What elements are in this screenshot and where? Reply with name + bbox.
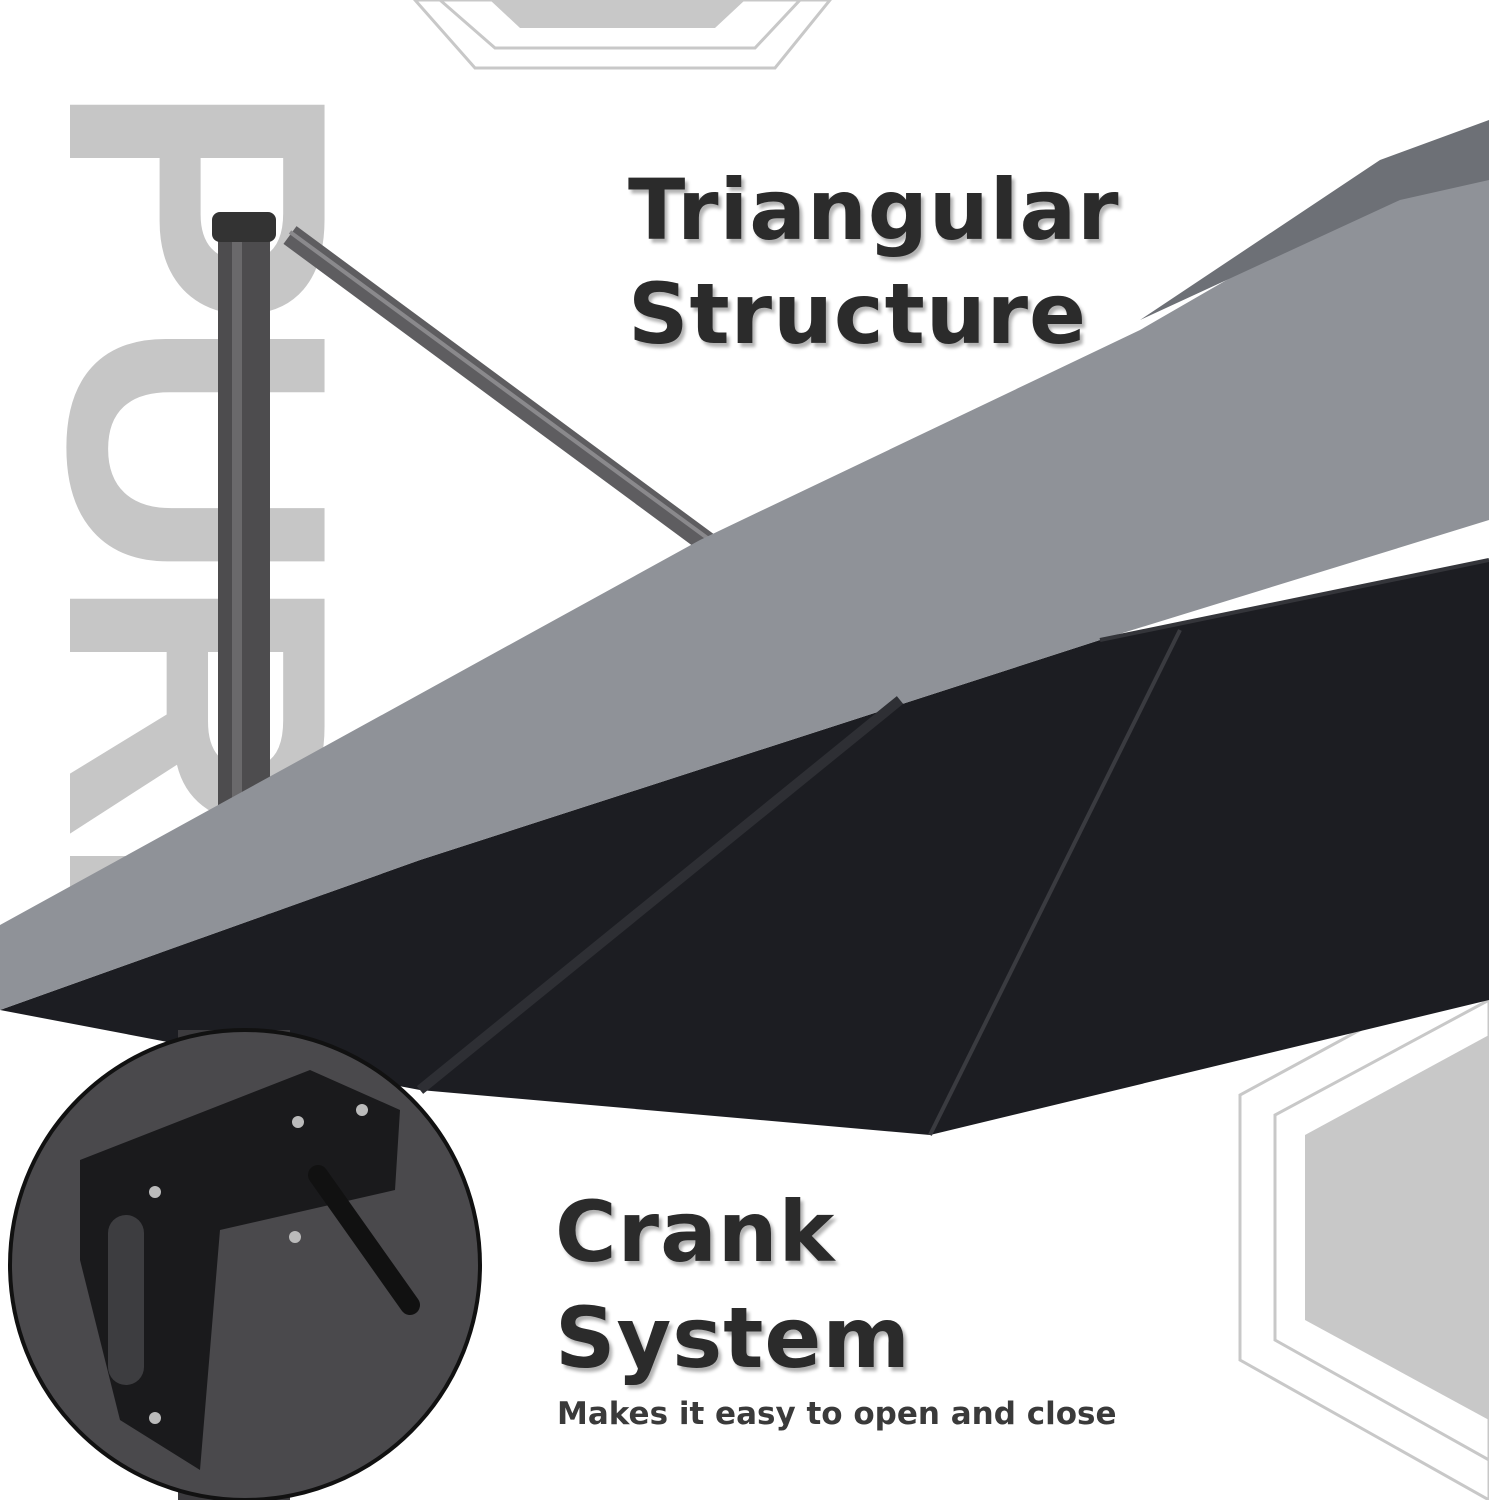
feature-title-system: System xyxy=(555,1289,911,1387)
feature-title-structure: Structure xyxy=(628,265,1088,363)
hexagon-outline-top xyxy=(412,0,832,70)
canopy-rib xyxy=(928,629,1182,1136)
canopy-vent xyxy=(1140,120,1489,320)
feature-caption: Makes it easy to open and close xyxy=(557,1396,1117,1432)
canopy-top xyxy=(0,150,1489,1010)
canopy-underside xyxy=(0,560,1489,1135)
strut-arm-highlight xyxy=(288,230,712,542)
screw-icon xyxy=(149,1412,161,1424)
pole-cap xyxy=(212,212,276,242)
strut-arm xyxy=(283,226,717,554)
screw-icon xyxy=(149,1186,161,1198)
canopy-rib xyxy=(416,696,904,1094)
crank-handle-slot xyxy=(108,1215,144,1385)
hexagon-fill-top xyxy=(490,0,745,28)
screw-icon xyxy=(292,1116,304,1128)
canopy-rib xyxy=(1099,558,1489,642)
pole-highlight xyxy=(232,230,242,910)
hexagon-inner-top xyxy=(437,0,803,50)
screw-icon xyxy=(356,1104,368,1116)
feature-title-crank: Crank xyxy=(555,1183,836,1281)
crank-handle xyxy=(308,1165,420,1315)
hexagon-inner-right xyxy=(1273,998,1489,1462)
hexagon-outline-right xyxy=(1238,958,1489,1500)
hexagon-fill-right xyxy=(1305,1035,1489,1420)
screw-icon xyxy=(289,1231,301,1243)
feature-title-triangular: Triangular xyxy=(628,161,1120,259)
